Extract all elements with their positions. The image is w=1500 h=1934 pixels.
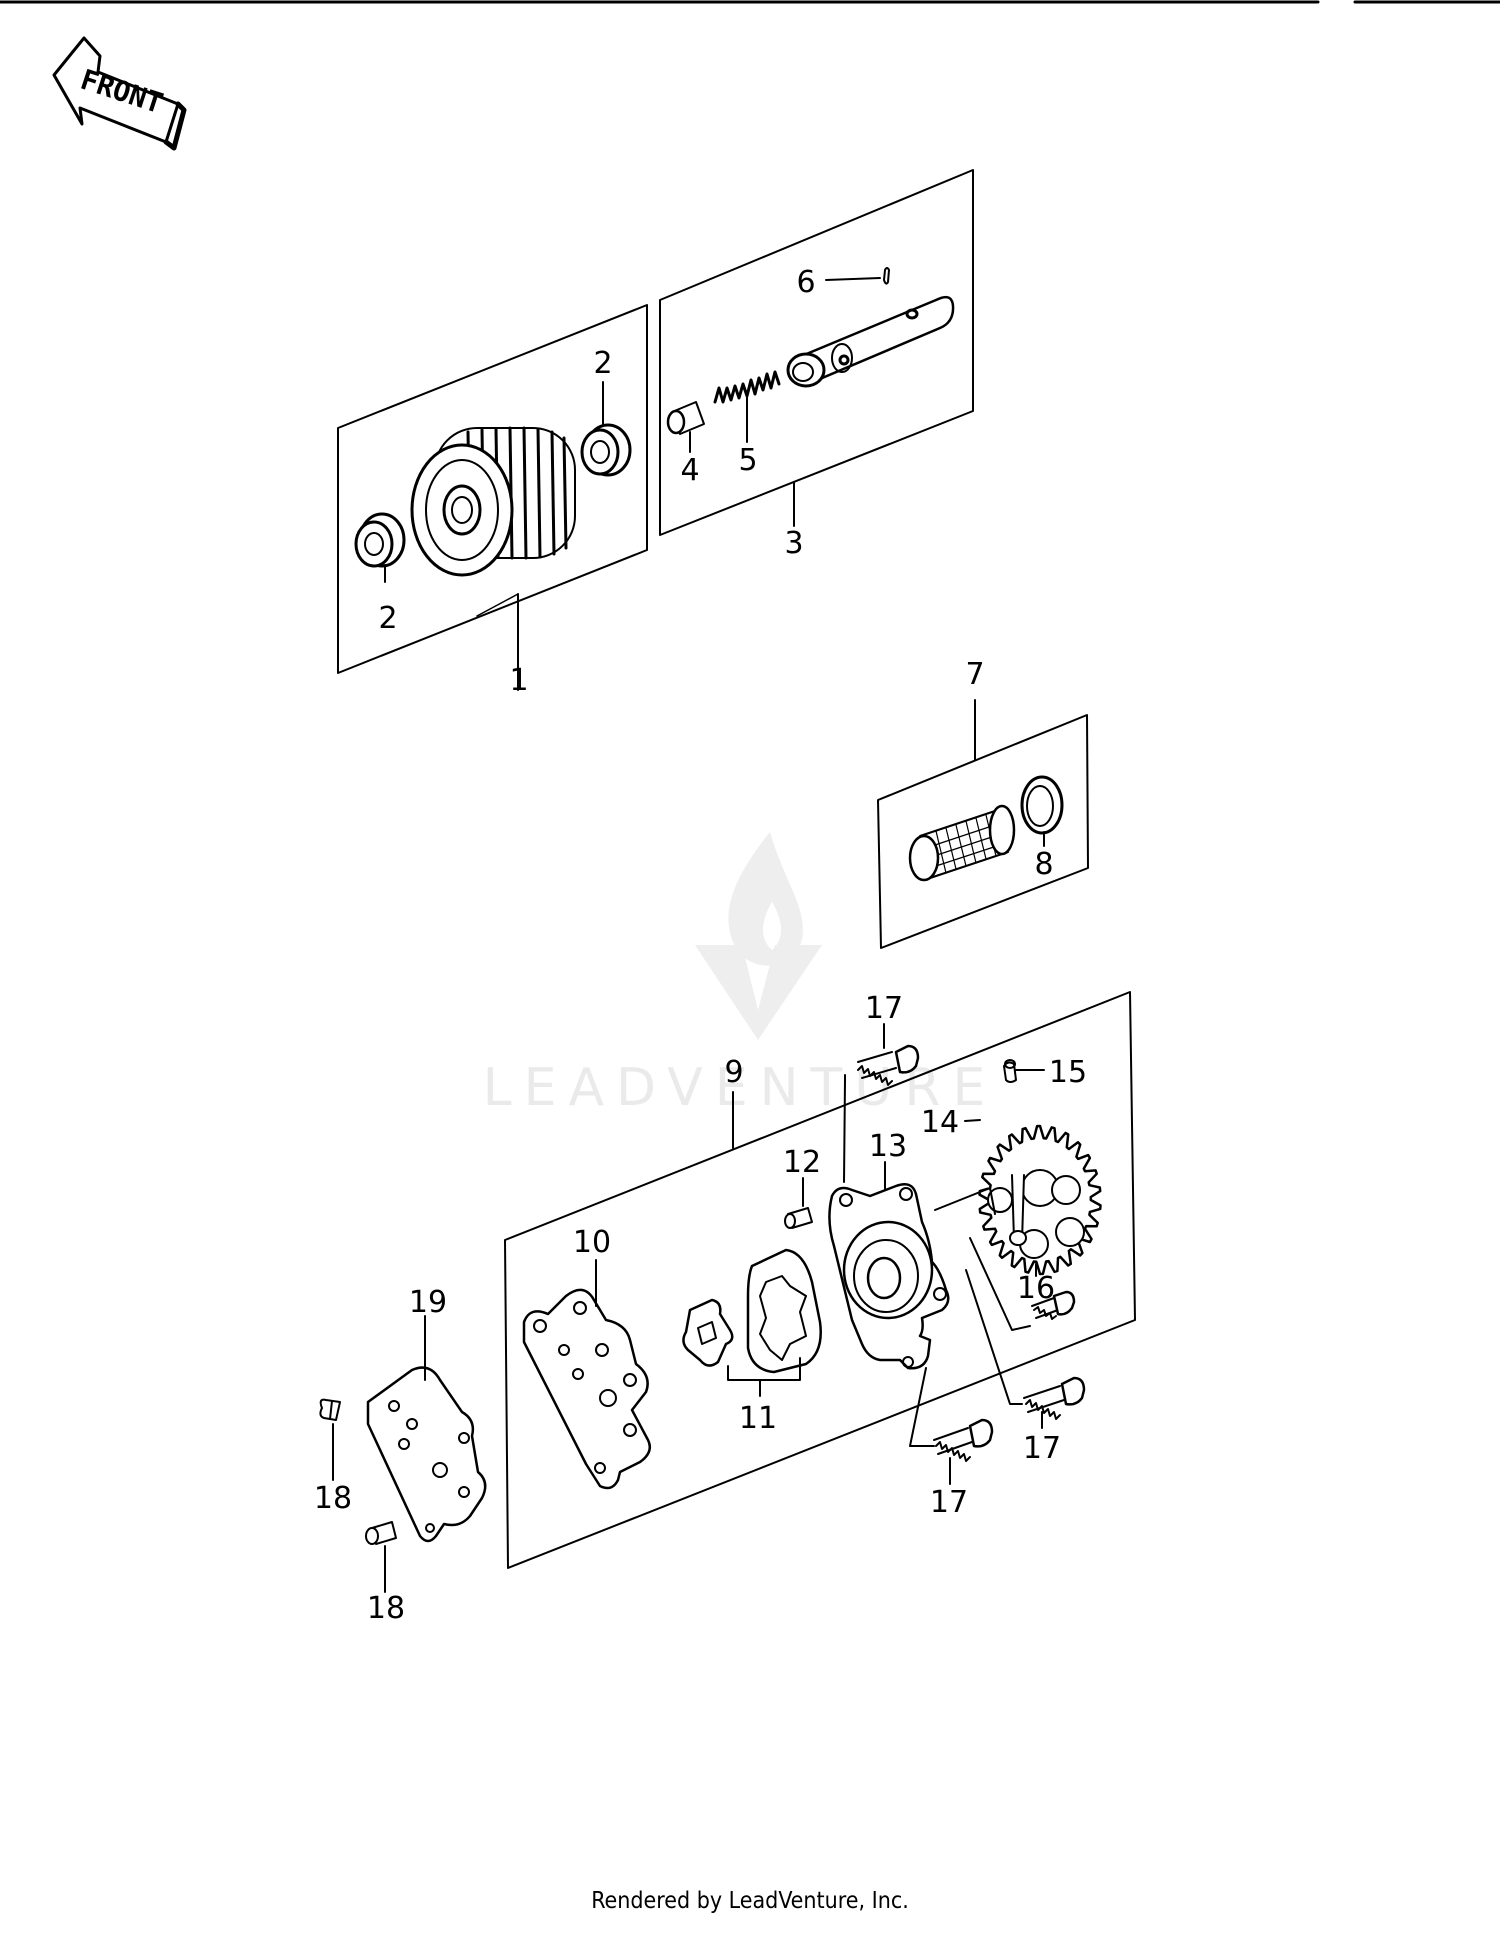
callout-11: 11 <box>739 1401 777 1436</box>
oil-filter-element <box>410 426 576 577</box>
callout-7: 7 <box>965 657 984 692</box>
callout-12: 12 <box>783 1145 821 1180</box>
watermark-logo: LEADVENTURE <box>483 832 985 1118</box>
leader-17a-down <box>843 1074 846 1183</box>
inner-rotor <box>682 1298 734 1367</box>
pump-bolt-right <box>1023 1376 1086 1420</box>
callout-15: 15 <box>1049 1055 1087 1090</box>
callout-18-upper: 18 <box>314 1481 352 1516</box>
oil-screen-strainer <box>908 804 1016 882</box>
pump-cover-gasket <box>366 1366 487 1543</box>
outer-rotor <box>746 1248 822 1374</box>
callout-9: 9 <box>724 1055 743 1090</box>
callout-10: 10 <box>573 1225 611 1260</box>
callout-17-top: 17 <box>865 991 903 1026</box>
panel-oil-pump <box>504 991 1136 1569</box>
callout-2-upper: 2 <box>593 346 612 381</box>
callout-3: 3 <box>784 526 803 561</box>
panel-oil-screen <box>877 699 1089 949</box>
pump-body <box>828 1183 950 1370</box>
callout-8: 8 <box>1034 847 1053 882</box>
callout-1: 1 <box>509 663 528 698</box>
callout-17-bottom: 17 <box>930 1485 968 1520</box>
callout-17-right: 17 <box>1023 1431 1061 1466</box>
panel-oil-filter <box>337 304 648 691</box>
rotor-drive-pin <box>784 1207 813 1229</box>
callout-19: 19 <box>409 1285 447 1320</box>
valve-steel-ball-cap <box>666 401 705 435</box>
callout-5: 5 <box>738 443 757 478</box>
leader-6 <box>825 277 881 281</box>
dowel-pin-lower <box>365 1521 397 1545</box>
pump-bolt-top <box>857 1044 920 1086</box>
pump-bolt-bottom <box>933 1418 994 1462</box>
leader-14 <box>964 1119 981 1122</box>
callout-4: 4 <box>680 453 699 488</box>
leader-13-gear <box>934 1187 1031 1331</box>
callout-13: 13 <box>869 1129 907 1164</box>
callouts: 1 2 2 3 4 5 6 7 8 9 10 11 12 13 14 15 16… <box>314 265 1087 1626</box>
footer-credit: Rendered by LeadVenture, Inc. <box>591 1888 909 1914</box>
oil-screen-o-ring <box>1020 775 1064 835</box>
o-ring-seal-lower <box>354 512 406 568</box>
callout-2-lower: 2 <box>378 601 397 636</box>
gear-pin <box>1003 1059 1017 1083</box>
leader-11-bracket <box>727 1357 801 1381</box>
valve-pin <box>883 267 890 285</box>
gear-bolt <box>1031 1290 1076 1320</box>
callout-6: 6 <box>796 265 815 300</box>
front-arrow-icon: FRONT <box>52 36 187 151</box>
leader-17b-diag <box>965 1269 1023 1405</box>
pump-drive-gear <box>978 1124 1102 1276</box>
panel-relief-valve <box>659 169 974 536</box>
leader-17c-diag <box>909 1367 935 1447</box>
callout-16: 16 <box>1017 1271 1055 1306</box>
o-ring-seal-upper <box>580 423 632 477</box>
pump-cover <box>522 1288 651 1490</box>
relief-valve-body <box>786 295 955 388</box>
callout-18-lower: 18 <box>367 1591 405 1626</box>
dowel-pin-upper <box>319 1398 341 1421</box>
callout-14: 14 <box>921 1105 959 1140</box>
